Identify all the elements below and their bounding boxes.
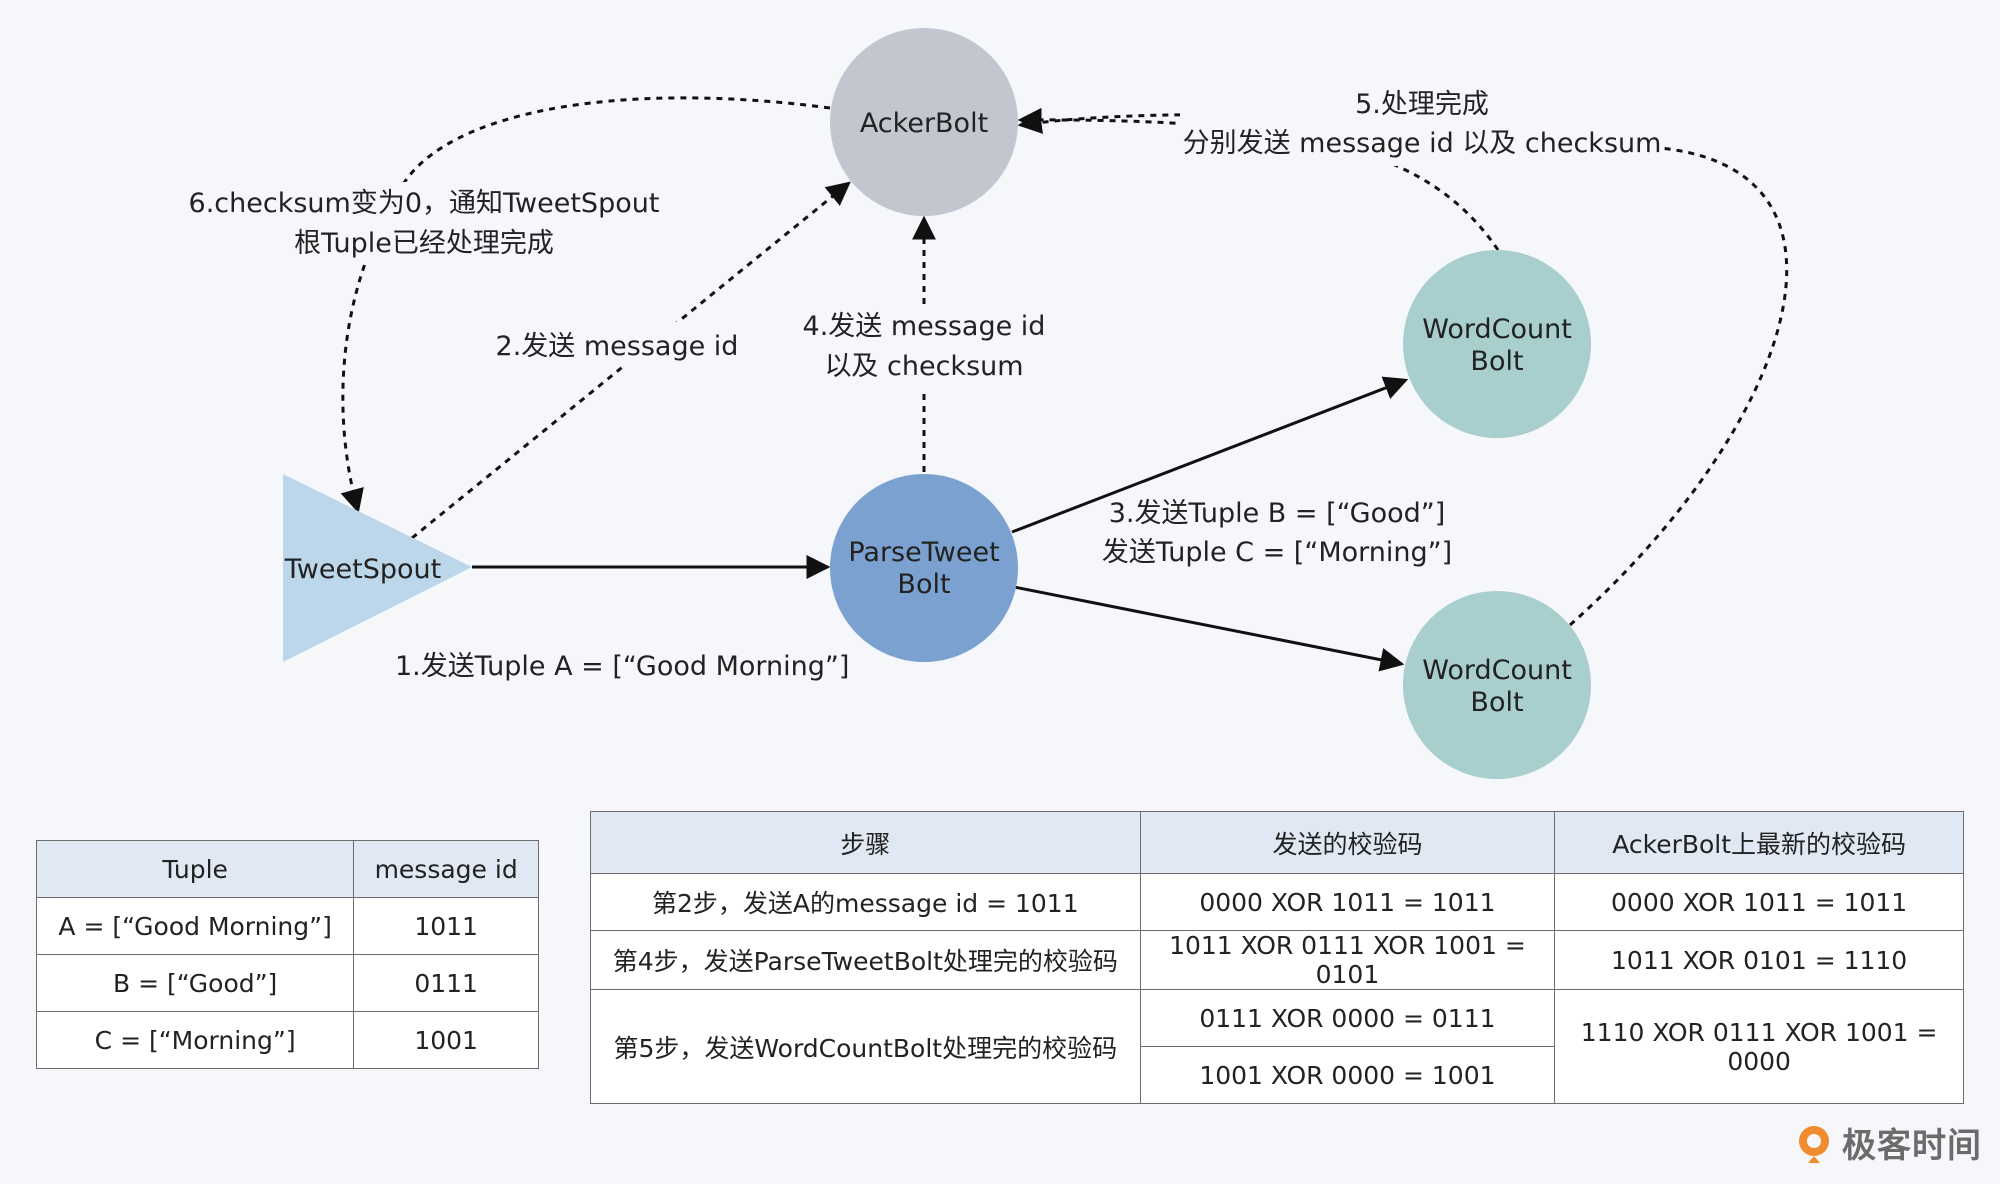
step4-label-line1: 4.发送 message id — [803, 311, 1046, 342]
step5-label-line2: 分别发送 message id 以及 checksum — [1183, 128, 1662, 159]
message-id-cell: 1001 — [353, 1011, 539, 1069]
tuple-id-table: Tuple message id A = [“Good Morning”] 10… — [35, 840, 539, 1069]
acker-bolt-label: AckerBolt — [860, 108, 988, 139]
edge-acker-to-spout-dashed — [340, 96, 831, 514]
wordcount-bolt-top-node — [1403, 250, 1591, 438]
table-header-row: Tuple message id — [35, 840, 539, 898]
ack-flow-diagram: AckerBolt TweetSpout ParseTweet Bolt Wor… — [188, 28, 1789, 779]
step-header: 步骤 — [590, 811, 1141, 874]
table-row: C = [“Morning”] 1001 — [35, 1011, 539, 1069]
tuple-cell: B = [“Good”] — [35, 954, 355, 1012]
parse-tweet-bolt-node — [830, 474, 1018, 662]
geekbang-logo-text: 极客时间 — [1842, 1126, 1982, 1166]
message-id-cell: 0111 — [353, 954, 539, 1012]
edge-parse-to-wc-top — [1011, 376, 1409, 534]
tweet-spout-node — [283, 474, 472, 662]
table-row: B = [“Good”] 0111 — [35, 954, 539, 1012]
wordcount-bolt-top-label-line2: Bolt — [1470, 346, 1523, 377]
tweet-spout-label: TweetSpout — [284, 554, 441, 585]
latest-checksum-cell: 0000 XOR 1011 = 1011 — [1554, 873, 1964, 931]
wordcount-bolt-bottom-node — [1403, 591, 1591, 779]
geekbang-logo-icon — [1799, 1125, 1829, 1163]
wordcount-bolt-top-label-line1: WordCount — [1422, 314, 1572, 345]
step4-label-line2: 以及 checksum — [824, 351, 1023, 382]
table-row: A = [“Good Morning”] 1011 — [35, 897, 539, 955]
table-row: 第4步，发送ParseTweetBolt处理完的校验码 1011 XOR 011… — [590, 930, 1964, 990]
step6-label-line1: 6.checksum变为0，通知TweetSpout — [189, 188, 660, 219]
edge-wc-top-to-acker-dashed — [1017, 107, 1500, 251]
step3-label-line2: 发送Tuple C = [“Morning”] — [1102, 537, 1452, 568]
parse-tweet-bolt-label-line2: Bolt — [897, 569, 950, 600]
step6-label-line2: 根Tuple已经处理完成 — [294, 228, 554, 259]
table-row: 1001 XOR 0000 = 1001 — [591, 1046, 1964, 1104]
edge-parse-to-wc-bottom — [1013, 585, 1405, 672]
step-cell: 第4步，发送ParseTweetBolt处理完的校验码 — [590, 930, 1141, 990]
checksum-table: 步骤 发送的校验码 AckerBolt上最新的校验码 第2步，发送A的messa… — [590, 811, 1964, 1104]
tuple-cell: A = [“Good Morning”] — [35, 897, 355, 955]
wordcount-bolt-bottom-label-line2: Bolt — [1470, 687, 1523, 718]
step-cell: 第2步，发送A的message id = 1011 — [590, 873, 1141, 931]
acker-bolt-node — [830, 28, 1018, 216]
sent-checksum-cell: 1001 XOR 0000 = 1001 — [1139, 1046, 1556, 1104]
message-id-cell: 1011 — [353, 897, 539, 955]
latest-checksum-cell: 1011 XOR 0101 = 1110 — [1554, 930, 1964, 990]
step3-label-line1: 3.发送Tuple B = [“Good”] — [1109, 498, 1446, 529]
step-cell: 第5步，发送WordCountBolt处理完的校验码 — [590, 989, 1141, 1104]
tuple-header: Tuple — [35, 840, 355, 898]
sent-checksum-cell: 0111 XOR 0000 = 0111 — [1139, 989, 1556, 1047]
step2-label: 2.发送 message id — [496, 331, 739, 362]
table-row: 第2步，发送A的message id = 1011 0000 XOR 1011 … — [590, 873, 1964, 931]
sent-checksum-cell: 0000 XOR 1011 = 1011 — [1139, 873, 1556, 931]
latest-checksum-cell: 1110 XOR 0111 XOR 1001 = 0000 — [1554, 989, 1964, 1104]
step5-label-line1: 5.处理完成 — [1355, 89, 1489, 120]
table-header-row: 步骤 发送的校验码 AckerBolt上最新的校验码 — [590, 811, 1964, 874]
geekbang-logo: 极客时间 — [1794, 1118, 1982, 1167]
message-id-header: message id — [353, 840, 539, 898]
parse-tweet-bolt-label-line1: ParseTweet — [848, 537, 999, 568]
sent-checksum-header: 发送的校验码 — [1139, 811, 1556, 874]
tuple-cell: C = [“Morning”] — [35, 1011, 355, 1069]
step1-label: 1.发送Tuple A = [“Good Morning”] — [395, 651, 849, 682]
wordcount-bolt-bottom-label-line1: WordCount — [1422, 655, 1572, 686]
sent-checksum-cell: 1011 XOR 0111 XOR 1001 = 0101 — [1139, 930, 1556, 990]
latest-checksum-header: AckerBolt上最新的校验码 — [1554, 811, 1964, 874]
table-row: 第5步，发送WordCountBolt处理完的校验码 0111 XOR 0000… — [590, 989, 1964, 1104]
